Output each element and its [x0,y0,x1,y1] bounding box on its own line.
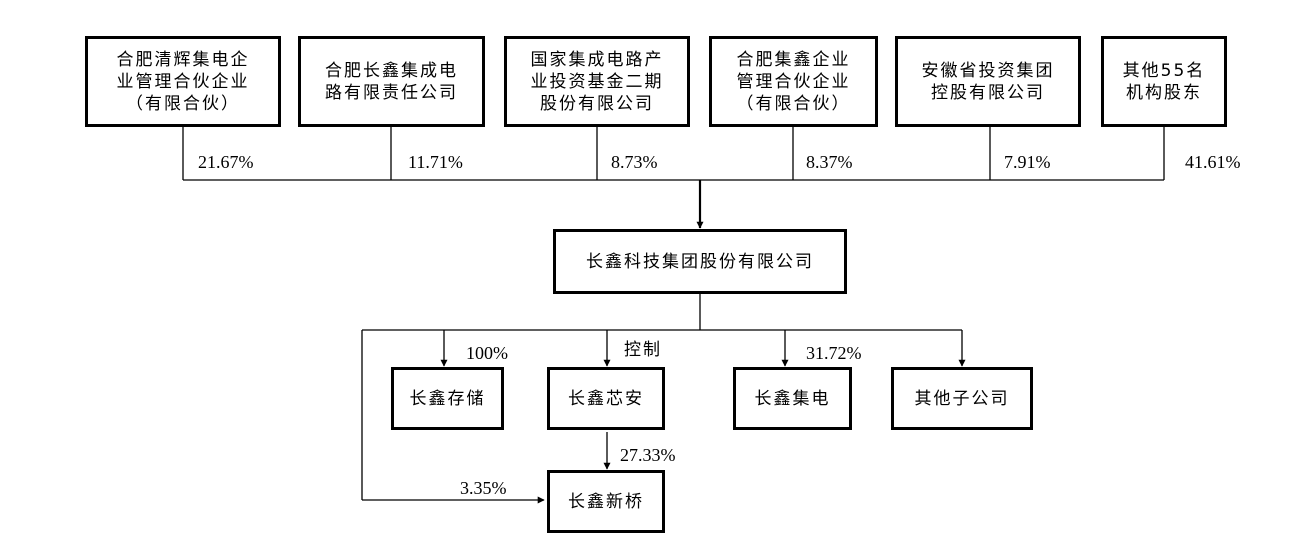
relation-label-cxxa: 控制 [624,340,662,360]
shareholder-name: 国家集成电路产 业投资基金二期 股份有限公司 [530,49,664,114]
shareholder-name: 合肥清辉集电企 业管理合伙企业 （有限合伙） [116,49,250,114]
relation-label-cxjd: 31.72% [806,343,862,363]
shareholder-name: 合肥长鑫集成电 路有限责任公司 [325,60,458,103]
shareholder-box-changxin-jc: 合肥长鑫集成电 路有限责任公司 [298,36,485,127]
center-company-box: 长鑫科技集团股份有限公司 [553,229,847,294]
xinqiao-box: 长鑫新桥 [547,470,665,533]
shareholder-box-jixin: 合肥集鑫企业 管理合伙企业 （有限合伙） [709,36,878,127]
xinqiao-name: 长鑫新桥 [568,491,644,512]
subsidiary-box-cxxa: 长鑫芯安 [547,367,665,430]
subsidiary-name: 长鑫集电 [754,388,831,409]
shareholder-pct: 41.61% [1185,152,1241,172]
shareholder-name: 合肥集鑫企业 管理合伙企业 （有限合伙） [736,49,851,114]
shareholder-pct: 8.73% [611,152,658,172]
shareholder-box-anhui-invest: 安徽省投资集团 控股有限公司 [895,36,1081,127]
shareholder-pct: 8.37% [806,152,853,172]
shareholder-box-qinghui: 合肥清辉集电企 业管理合伙企业 （有限合伙） [85,36,281,127]
subsidiary-box-other: 其他子公司 [891,367,1033,430]
shareholder-name: 安徽省投资集团 控股有限公司 [921,60,1055,103]
subsidiary-box-cxcc: 长鑫存储 [391,367,504,430]
shareholder-pct: 11.71% [408,152,463,172]
shareholder-box-other-55: 其他55名 机构股东 [1101,36,1227,127]
shareholder-pct: 7.91% [1004,152,1051,172]
shareholder-pct: 21.67% [198,152,254,172]
subsidiary-name: 其他子公司 [914,388,1010,409]
subsidiary-name: 长鑫存储 [409,388,486,409]
shareholder-box-big-fund: 国家集成电路产 业投资基金二期 股份有限公司 [504,36,690,127]
relation-label-cxcc: 100% [466,343,508,363]
xinqiao-pct-from-parent: 3.35% [460,478,507,498]
center-company-name: 长鑫科技集团股份有限公司 [586,251,814,272]
subsidiary-box-cxjd: 长鑫集电 [733,367,852,430]
subsidiary-name: 长鑫芯安 [568,388,644,409]
xinqiao-pct-from-xinan: 27.33% [620,445,676,465]
shareholder-name: 其他55名 机构股东 [1122,60,1206,103]
